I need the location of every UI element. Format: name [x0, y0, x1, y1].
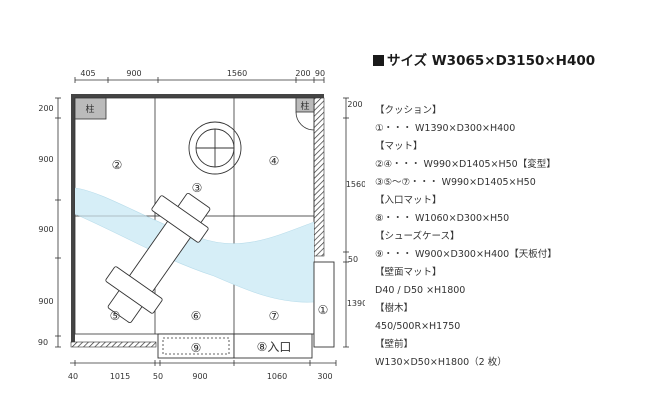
dim-bottom-40: 40: [68, 372, 78, 381]
dim-bottom-1060: 1060: [267, 372, 287, 381]
bench-upper: [151, 195, 209, 243]
pillar-left-label: 柱: [85, 103, 94, 115]
dim-left-90: 90: [38, 338, 48, 347]
dim-bottom-50: 50: [153, 372, 163, 381]
spec-heading-tree: 【樹木】: [375, 303, 414, 314]
spec-heading-cushion: 【クッション】: [375, 105, 442, 116]
left-dimensions: 200 900 900 900 90: [38, 104, 54, 347]
spec-item-wall-mat: D40 / D50 ×H1800: [375, 285, 466, 296]
spec-item-tree: 450/500R×H1750: [375, 321, 461, 332]
spec-heading-shoe-case: 【シューズケース】: [375, 231, 460, 242]
dim-left-900-b: 900: [38, 225, 53, 234]
spec-list: 【クッション】 ①・・・ W1390×D300×H400 【マット】 ②④・・・…: [375, 102, 655, 372]
zone-label-7: ⑦: [269, 309, 280, 323]
spec-item-cushion: ①・・・ W1390×D300×H400: [375, 123, 516, 134]
zone-label-2: ②: [112, 158, 123, 172]
dim-right-200: 200: [347, 100, 362, 109]
dim-bottom-900: 900: [192, 372, 207, 381]
dim-top-900: 900: [126, 69, 141, 78]
entrance-mat: [233, 333, 313, 359]
bottom-wall-mat: [70, 341, 157, 348]
spec-item-mat-irregular: ②④・・・ W990×D1405×H50【変型】: [375, 159, 556, 170]
top-dimensions: 405 900 1560 200 90: [80, 69, 325, 78]
pillar-right: [295, 97, 315, 113]
spec-item-wall-front: W130×D50×H1800（2 枚）: [375, 357, 507, 368]
dim-right-1390: 1390: [347, 299, 365, 308]
entrance-label: ⑧入口: [257, 340, 292, 354]
dim-bottom-300: 300: [317, 372, 332, 381]
river-edge-bottom: [74, 213, 315, 303]
dim-left-200: 200: [38, 104, 53, 113]
spec-item-mat: ③⑤～⑦・・・ W990×D1405×H50: [375, 177, 536, 188]
size-title: サイズ W3065×D3150×H400: [373, 49, 595, 69]
zone-label-6: ⑥: [191, 309, 202, 323]
bench-lower: [105, 266, 163, 314]
zone-label-1: ①: [318, 303, 329, 317]
tree-icon: [188, 121, 242, 175]
dim-top-405: 405: [80, 69, 95, 78]
zone-label-5: ⑤: [110, 309, 121, 323]
pillar-right-arc: [295, 111, 315, 131]
spec-heading-wall-front: 【壁前】: [375, 339, 414, 350]
river-band: [75, 188, 314, 303]
dim-bottom-1015: 1015: [110, 372, 130, 381]
cushion-1: [313, 261, 335, 348]
spec-heading-entrance-mat: 【入口マット】: [375, 195, 442, 206]
spec-item-entrance-mat: ⑧・・・ W1060×D300×H50: [375, 213, 510, 224]
bench-group: [105, 192, 211, 324]
dimension-lines: [55, 77, 349, 366]
dim-top-90: 90: [315, 69, 325, 78]
dim-top-1560: 1560: [227, 69, 247, 78]
pillar-right-label: 柱: [300, 100, 309, 112]
dim-right-1560: 1560: [346, 180, 365, 189]
spec-heading-wall-mat: 【壁面マット】: [375, 267, 442, 278]
dim-right-50: 50: [348, 255, 358, 264]
top-wall: [71, 94, 324, 98]
bottom-dimensions: 40 1015 50 900 1060 300: [68, 372, 333, 381]
left-wall: [71, 94, 75, 342]
zone-label-9: ⑨: [191, 341, 202, 355]
shoe-case-inner: [162, 337, 230, 355]
right-dimensions: 200 1560 50 1390: [346, 100, 365, 308]
dim-left-900-a: 900: [38, 155, 53, 164]
spec-heading-mat: 【マット】: [375, 141, 423, 152]
spec-item-shoe-case: ⑨・・・ W900×D300×H400【天板付】: [375, 249, 557, 260]
right-wall-mat: [313, 97, 325, 257]
dim-left-900-c: 900: [38, 297, 53, 306]
zone-label-4: ④: [269, 154, 280, 168]
title-square-icon: [373, 55, 384, 66]
size-title-text: サイズ W3065×D3150×H400: [387, 53, 596, 69]
zone-label-3: ③: [192, 181, 203, 195]
floor-plan-diagram: 405 900 1560 200 90 40 1015 50 900 1060 …: [38, 69, 365, 381]
pillar-left: [74, 97, 107, 120]
zone-numbers: ① ② ③ ④ ⑤ ⑥ ⑦ ⑨ ⑧入口: [110, 154, 329, 355]
dim-top-200: 200: [295, 69, 310, 78]
